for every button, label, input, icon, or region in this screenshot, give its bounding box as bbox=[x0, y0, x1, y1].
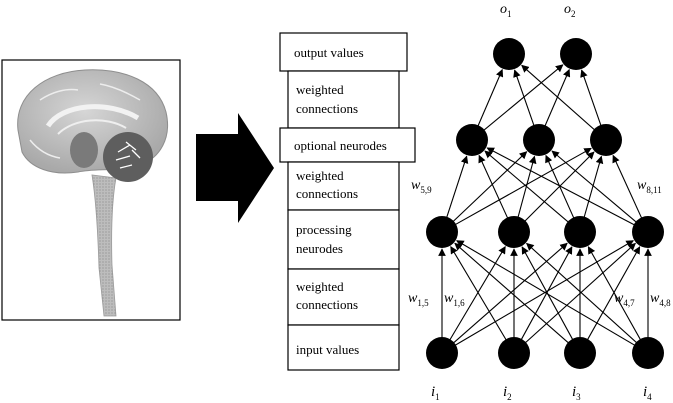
input-label-i1: i1 bbox=[431, 384, 440, 402]
weight-label-w48: w4,8 bbox=[650, 291, 671, 308]
processing-neurode-3 bbox=[564, 216, 596, 248]
connection-processing1-to-optional1 bbox=[445, 155, 469, 219]
connection-input2-to-processing1 bbox=[450, 245, 508, 342]
layer-label-input-values: input values bbox=[296, 342, 359, 357]
layer-label-weighted-connections-top-2: connections bbox=[296, 101, 358, 116]
connection-input3-to-processing1 bbox=[454, 242, 570, 345]
input-neurode-2 bbox=[498, 337, 530, 369]
layer-box-processing-neurodes bbox=[287, 209, 400, 270]
layer-label-column: output values weighted connections optio… bbox=[279, 32, 416, 371]
connection-processing1-to-optional3 bbox=[453, 147, 592, 226]
connection-input4-to-processing1 bbox=[456, 240, 637, 347]
connection-processing3-to-optional3 bbox=[583, 155, 604, 219]
optional-neurode-1 bbox=[456, 124, 488, 156]
layer-label-processing-neurodes-2: neurodes bbox=[296, 241, 343, 256]
weight-label-w47: w4,7 bbox=[614, 291, 635, 308]
connection-input1-to-processing2 bbox=[448, 245, 506, 342]
network-edges bbox=[438, 64, 652, 347]
connection-optional1-to-output2 bbox=[482, 64, 564, 132]
flow-arrow bbox=[196, 113, 274, 223]
layer-label-optional-neurodes: optional neurodes bbox=[294, 138, 387, 153]
output-label-o2: o2 bbox=[564, 2, 576, 19]
connection-optional1-to-output1 bbox=[476, 68, 504, 128]
connection-processing1-to-optional2 bbox=[451, 151, 528, 223]
connection-input4-to-processing2 bbox=[526, 242, 638, 345]
output-neurode-1 bbox=[493, 38, 525, 70]
layer-label-weighted-connections-top-1: weighted bbox=[296, 82, 344, 97]
layer-label-processing-neurodes-1: processing bbox=[296, 222, 352, 237]
layer-label-output-values: output values bbox=[294, 45, 364, 60]
connection-input1-to-processing4 bbox=[453, 240, 634, 347]
layer-box-weighted-connections-mid bbox=[287, 161, 400, 211]
connection-optional3-to-output1 bbox=[521, 64, 596, 132]
connection-processing4-to-optional2 bbox=[551, 150, 638, 224]
input-neurode-3 bbox=[564, 337, 596, 369]
network-nodes bbox=[426, 38, 664, 369]
output-neurode-2 bbox=[560, 38, 592, 70]
weight-label-w15: w1,5 bbox=[408, 291, 429, 308]
connection-processing3-to-optional2 bbox=[545, 154, 575, 220]
input-neurode-4 bbox=[632, 337, 664, 369]
optional-neurode-3 bbox=[590, 124, 622, 156]
input-label-i2: i2 bbox=[503, 384, 512, 402]
weight-label-w811: w8,11 bbox=[637, 178, 662, 195]
layer-box-weighted-connections-top bbox=[287, 70, 400, 129]
layer-label-weighted-connections-bottom-2: connections bbox=[296, 297, 358, 312]
weight-label-w59: w5,9 bbox=[411, 178, 432, 195]
connection-processing4-to-optional3 bbox=[612, 154, 643, 220]
input-label-i4: i4 bbox=[643, 384, 652, 402]
layer-box-input-values bbox=[287, 324, 400, 371]
weight-label-w16: w1,6 bbox=[444, 291, 465, 308]
brain-illustration bbox=[1, 59, 181, 321]
connection-processing3-to-optional1 bbox=[484, 150, 570, 224]
processing-neurode-2 bbox=[498, 216, 530, 248]
layer-label-weighted-connections-bottom-1: weighted bbox=[296, 279, 344, 294]
processing-neurode-4 bbox=[632, 216, 664, 248]
network-graph bbox=[426, 38, 664, 369]
layer-box-output-values bbox=[279, 32, 408, 72]
connection-processing4-to-optional1 bbox=[486, 147, 636, 226]
connection-input3-to-processing4 bbox=[586, 246, 641, 342]
processing-neurode-1 bbox=[426, 216, 458, 248]
connection-optional2-to-output2 bbox=[543, 68, 571, 128]
connection-processing2-to-optional2 bbox=[517, 155, 537, 219]
connection-input4-to-processing3 bbox=[587, 246, 642, 342]
output-label-o1: o1 bbox=[500, 2, 512, 19]
input-label-i3: i3 bbox=[572, 384, 581, 402]
connection-optional3-to-output2 bbox=[580, 69, 602, 127]
connection-processing2-to-optional1 bbox=[478, 154, 509, 220]
connection-optional2-to-output1 bbox=[513, 69, 535, 127]
optional-neurode-2 bbox=[523, 124, 555, 156]
brain-icon bbox=[17, 69, 168, 317]
layer-label-weighted-connections-mid-1: weighted bbox=[296, 168, 344, 183]
connection-processing2-to-optional3 bbox=[523, 151, 595, 223]
layer-box-optional-neurodes bbox=[279, 127, 416, 163]
input-neurode-1 bbox=[426, 337, 458, 369]
layer-label-weighted-connections-mid-2: connections bbox=[296, 186, 358, 201]
connection-input1-to-processing3 bbox=[452, 242, 568, 345]
